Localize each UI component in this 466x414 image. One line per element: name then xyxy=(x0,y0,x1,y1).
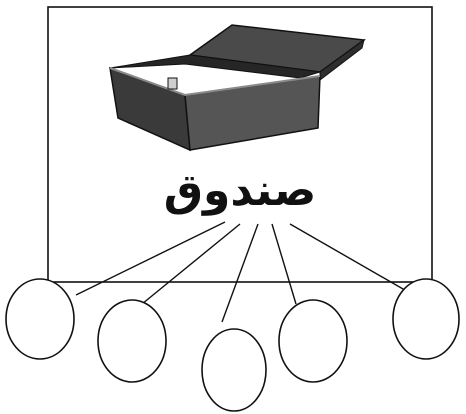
connector-line xyxy=(142,224,240,304)
box-illustration xyxy=(110,25,364,150)
box-side xyxy=(185,76,320,150)
connector-line xyxy=(76,222,225,295)
answer-circle-4[interactable] xyxy=(279,300,347,382)
answer-circles xyxy=(6,279,459,411)
answer-circle-5[interactable] xyxy=(393,279,459,359)
answer-circle-1[interactable] xyxy=(6,279,74,359)
answer-circle-3[interactable] xyxy=(202,329,266,411)
box-lock xyxy=(168,78,177,89)
connector-line xyxy=(222,224,258,322)
answer-circle-2[interactable] xyxy=(98,300,166,382)
box-front xyxy=(110,68,190,150)
connector-line xyxy=(272,224,296,304)
word-label: صندوق xyxy=(48,160,432,222)
